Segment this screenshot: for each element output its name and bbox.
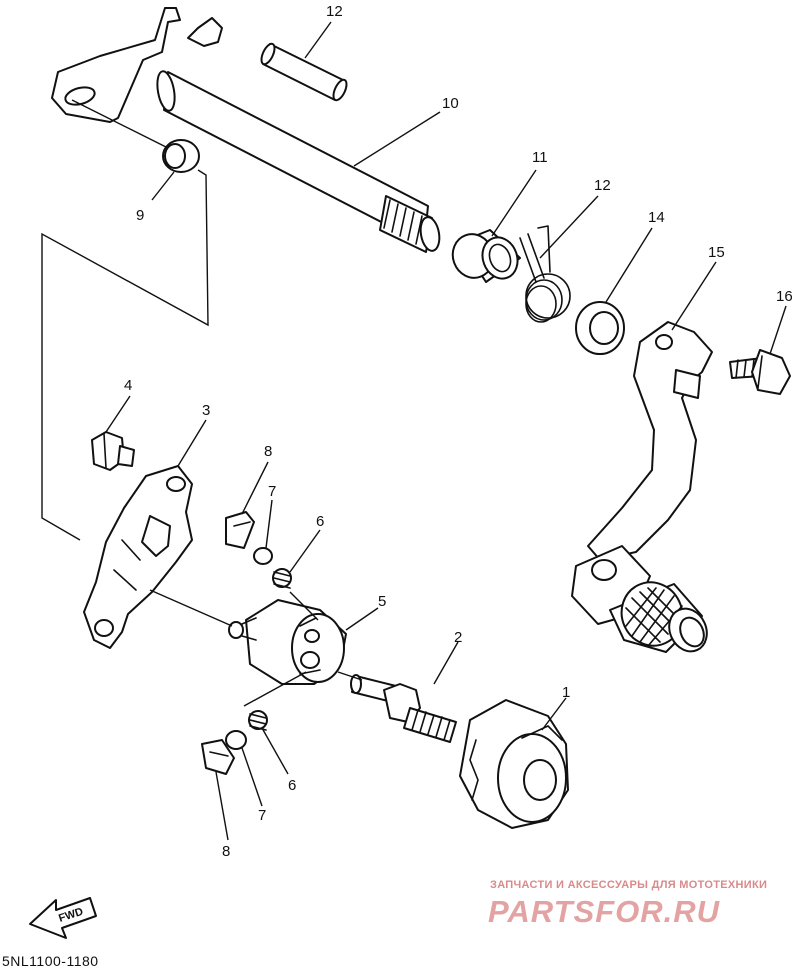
callout-12: 12 bbox=[594, 177, 611, 194]
part-10-shift-shaft bbox=[51, 7, 441, 253]
part-13-pin bbox=[260, 42, 348, 102]
part-15-shift-pedal bbox=[571, 321, 713, 653]
part-14-seal bbox=[575, 301, 625, 355]
callout-8-lower: 8 bbox=[222, 843, 230, 860]
callout-8-upper: 8 bbox=[264, 443, 272, 460]
callout-13: 12 bbox=[326, 3, 343, 20]
watermark-tagline: ЗАПЧАСТИ И АКСЕССУАРЫ ДЛЯ МОТОТЕХНИКИ bbox=[490, 879, 767, 891]
callout-3: 3 bbox=[202, 402, 210, 419]
callout-6-upper: 6 bbox=[316, 513, 324, 530]
callout-6-lower: 6 bbox=[288, 777, 296, 794]
callout-5: 5 bbox=[378, 593, 386, 610]
callout-1: 1 bbox=[562, 684, 570, 701]
part-11-bushing bbox=[451, 229, 521, 283]
part-6-spring-upper bbox=[272, 568, 292, 589]
part-7-pin-upper bbox=[253, 547, 273, 565]
part-6-spring-lower bbox=[248, 710, 268, 731]
callout-7-upper: 7 bbox=[268, 483, 276, 500]
fwd-arrow: FWD bbox=[29, 897, 97, 939]
callout-4: 4 bbox=[124, 377, 132, 394]
part-1-shift-drum bbox=[459, 699, 569, 829]
part-5-segment bbox=[228, 599, 347, 685]
callout-10: 10 bbox=[442, 95, 459, 112]
part-7-pin-lower bbox=[225, 730, 247, 750]
part-8-pawl-lower bbox=[201, 739, 235, 775]
part-3-stopper-plate bbox=[83, 465, 193, 649]
callout-16: 16 bbox=[776, 288, 793, 305]
callout-15: 15 bbox=[708, 244, 725, 261]
callout-2: 2 bbox=[454, 629, 462, 646]
callout-14: 14 bbox=[648, 209, 665, 226]
diagram-code: 5NL1100-1180 bbox=[2, 953, 99, 969]
part-16-bolt bbox=[729, 349, 791, 395]
part-2-guide-bolt bbox=[350, 674, 457, 743]
watermark: ЗАПЧАСТИ И АКСЕССУАРЫ ДЛЯ МОТОТЕХНИКИ PA… bbox=[488, 879, 767, 929]
callout-9: 9 bbox=[136, 207, 144, 224]
callout-11: 11 bbox=[532, 149, 548, 166]
part-9-collar bbox=[162, 139, 200, 173]
watermark-brand: PARTSFOR.RU bbox=[488, 894, 721, 929]
assembly-lines bbox=[41, 99, 363, 707]
callout-labels: 12 10 11 12 14 15 16 9 4 3 8 7 6 5 2 1 6… bbox=[124, 3, 793, 860]
callout-leaders bbox=[105, 21, 787, 841]
part-8-pawl-upper bbox=[225, 511, 255, 549]
part-4-bolt bbox=[91, 431, 135, 471]
part-12-spring bbox=[519, 225, 571, 323]
callout-7-lower: 7 bbox=[258, 807, 266, 824]
